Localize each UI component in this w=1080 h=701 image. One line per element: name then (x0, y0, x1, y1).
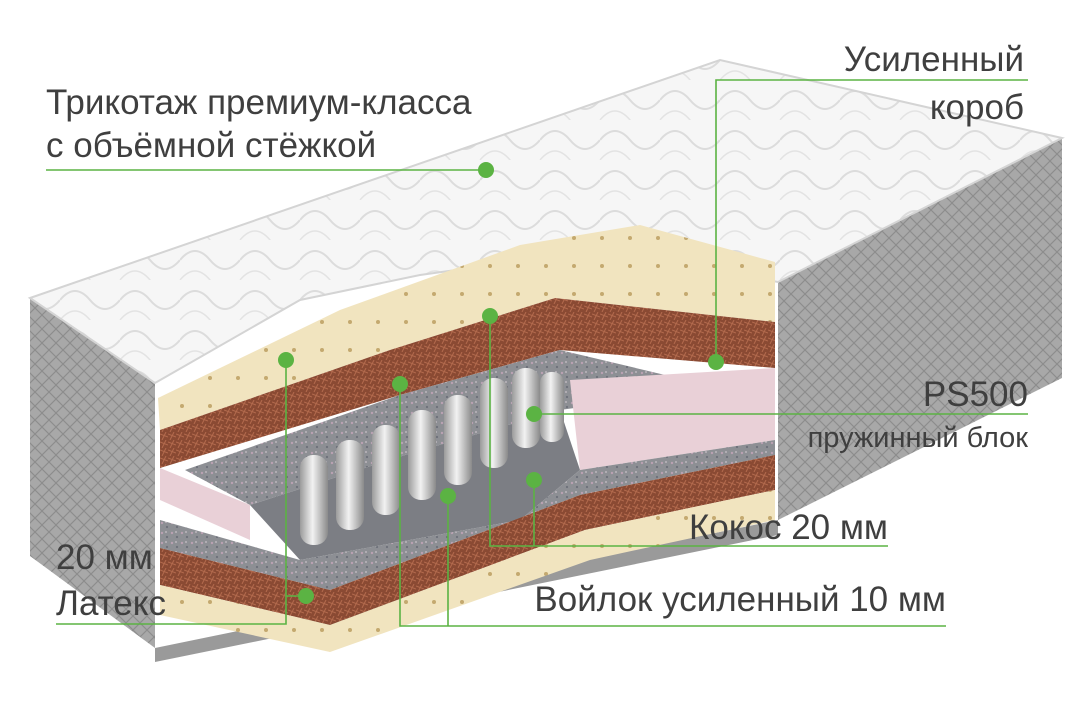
label-latex-line2: Латекс (56, 584, 166, 623)
callout-box-line (715, 79, 1028, 362)
foam-box-right (570, 368, 775, 470)
mattress-right-side (778, 138, 1062, 520)
top-latex-layer (158, 225, 775, 430)
dot-knit (478, 162, 494, 178)
label-latex-line1: 20 мм (56, 538, 153, 577)
label-spring-title: PS500 (922, 375, 1028, 414)
dot-felt-top (392, 376, 408, 392)
bottom-coconut-layer (160, 455, 775, 625)
label-knit-line2: с объёмной стёжкой (46, 126, 377, 165)
dot-latex-top (278, 352, 294, 368)
label-coconut: Кокос 20 мм (688, 508, 888, 547)
label-box-line1: Усиленный (843, 40, 1024, 79)
label-spring-sub: пружинный блок (807, 422, 1028, 454)
spring-coils (300, 368, 564, 545)
callout-latex-line (56, 360, 287, 625)
label-knit-line1: Трикотаж премиум-класса (46, 83, 472, 122)
label-box-line2: короб (929, 88, 1024, 127)
dot-coconut-top (482, 308, 498, 324)
top-coconut-layer (160, 298, 775, 468)
callout-felt-line (399, 384, 946, 627)
dot-latex-bottom (298, 588, 314, 604)
callout-lines (46, 79, 1028, 627)
dot-coconut-bottom (526, 472, 542, 488)
dot-felt-bottom (440, 488, 456, 504)
foam-box-left (160, 468, 250, 540)
label-felt: Войлок усиленный 10 мм (534, 580, 946, 619)
bottom-felt-layer (160, 440, 775, 590)
dot-spring (526, 406, 542, 422)
bottom-latex-layer (160, 490, 775, 652)
mattress-left-side (30, 298, 155, 648)
callout-dots (278, 162, 724, 604)
dot-box (708, 354, 724, 370)
callout-coconut-line (489, 316, 888, 547)
